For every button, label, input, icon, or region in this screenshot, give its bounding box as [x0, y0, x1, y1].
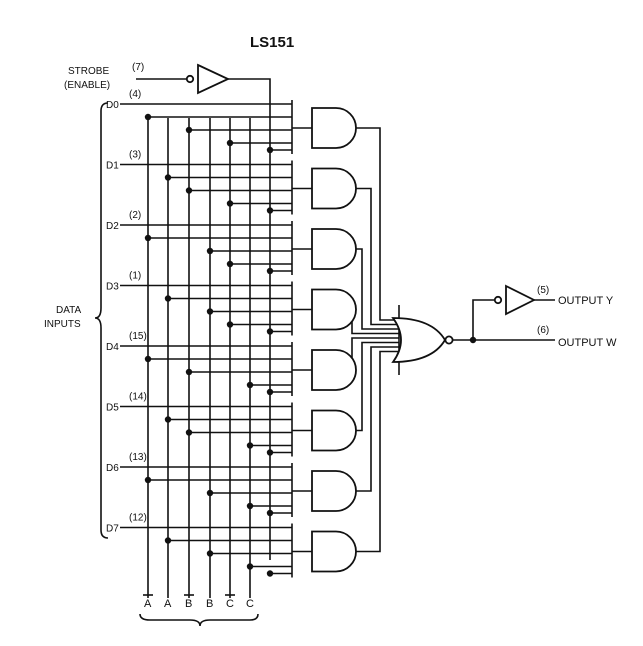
junction-dot: [226, 321, 234, 328]
and-gate: [311, 530, 357, 573]
junction-dot: [469, 336, 477, 344]
strobe-enable-label: (ENABLE): [64, 80, 110, 91]
select-label: C: [246, 598, 254, 610]
and-output-wire: [351, 308, 399, 335]
junction-dot: [266, 328, 274, 335]
data-inputs-label: DATA: [56, 305, 82, 316]
junction-dot: [144, 476, 152, 484]
data-input-pin: (3): [129, 150, 141, 161]
strobe-label: STROBE: [68, 66, 109, 77]
output-y-pin: (5): [537, 285, 549, 296]
junction-dot: [226, 260, 234, 268]
strobe-enable-wire: [228, 78, 271, 560]
junction-dot: [144, 113, 152, 121]
junction-dot: [185, 187, 193, 194]
and-gate: [311, 349, 357, 391]
output-w-label: OUTPUT W: [558, 337, 617, 349]
select-label: A: [164, 598, 172, 610]
select-label: B: [206, 598, 213, 610]
data-inputs-label-2: INPUTS: [44, 319, 81, 330]
junction-dot: [266, 267, 274, 275]
data-input-pin: (13): [129, 452, 147, 463]
strobe-inverter: [197, 63, 231, 95]
wiring: [120, 78, 555, 598]
and-gate: [311, 167, 357, 210]
junction-dot: [246, 442, 254, 449]
data-input-pin: (12): [129, 513, 147, 524]
and-gate: [311, 228, 357, 270]
select-label: B: [185, 598, 192, 610]
data-input-label: D5: [106, 403, 119, 414]
junction-dot: [206, 247, 214, 255]
data-input-pin: (1): [129, 271, 141, 282]
junction-dot: [185, 126, 193, 134]
junction-dot: [206, 550, 214, 557]
junction-dot: [164, 537, 172, 544]
gates: [185, 63, 537, 573]
junction-dot: [246, 563, 254, 570]
select-brace: [139, 613, 259, 627]
junction-dot: [144, 234, 152, 242]
junction-dot: [266, 449, 274, 456]
and-output-wire: [356, 248, 399, 330]
data-input-pin: (2): [129, 210, 141, 221]
junction-dot: [164, 295, 172, 302]
and-gate: [311, 107, 357, 149]
data-input-label: D1: [106, 161, 119, 172]
output-w-pin: (6): [537, 325, 549, 336]
junction-dot: [164, 416, 172, 423]
and-output-wire: [356, 127, 399, 321]
data-input-pin: (15): [129, 331, 147, 342]
and-output-wire: [356, 346, 399, 492]
junction-dot: [206, 489, 214, 497]
junction-dots: [144, 113, 477, 577]
junction-dot: [266, 207, 274, 214]
junction-dot: [164, 174, 172, 181]
data-input-label: D6: [106, 463, 119, 474]
diagram-title: LS151: [250, 34, 294, 51]
junction-dot: [266, 570, 274, 577]
junction-dot: [206, 308, 214, 315]
signal-labels: D0 (4) D1 (3) D2 (2) D3 (1) D4 (15) D5 (14) D6 (13) D7…: [106, 89, 617, 627]
and-gate: [311, 409, 357, 452]
output-inverter-bubble: [493, 295, 503, 305]
junction-dot: [144, 355, 152, 363]
junction-dot: [185, 429, 193, 436]
junction-dot: [266, 509, 274, 517]
junction-dot: [266, 388, 274, 396]
data-input-label: D2: [106, 221, 119, 232]
data-input-label: D3: [106, 282, 119, 293]
output-y-wire: [472, 299, 494, 340]
select-label: C: [226, 598, 234, 610]
data-input-pin: (14): [129, 392, 147, 403]
data-inputs-brace: [94, 102, 109, 539]
data-input-label: D7: [106, 524, 119, 535]
junction-dot: [246, 381, 254, 389]
nor-gate: [391, 317, 447, 363]
strobe-pin: (7): [132, 62, 144, 73]
strobe-inverter-bubble: [185, 74, 195, 84]
data-input-label: D4: [106, 342, 119, 353]
and-output-wire: [356, 341, 399, 432]
and-gate: [311, 288, 357, 331]
and-output-wire: [356, 187, 399, 326]
junction-dot: [246, 502, 254, 510]
output-y-label: OUTPUT Y: [558, 295, 614, 307]
and-gate: [311, 470, 357, 512]
junction-dot: [266, 146, 274, 154]
and-output-wire: [356, 350, 399, 553]
junction-dot: [226, 139, 234, 147]
select-label: A: [144, 598, 152, 610]
junction-dot: [226, 200, 234, 207]
data-input-pin: (4): [129, 89, 141, 100]
junction-dot: [185, 368, 193, 376]
data-input-label: D0: [106, 100, 119, 111]
output-y-inverter: [505, 284, 537, 316]
nor-output-bubble: [444, 335, 454, 345]
